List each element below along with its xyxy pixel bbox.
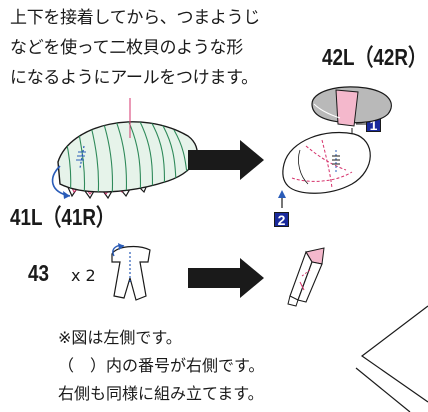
assembled-shell-illustration — [278, 131, 371, 208]
arrow-step-a — [188, 140, 264, 180]
instruction-line-2: などを使って二枚貝のような形 — [10, 38, 243, 58]
shell-upper-green-part — [57, 121, 198, 193]
fold-line-inner — [355, 367, 411, 412]
fold-line-outer — [360, 305, 428, 403]
note-line-2: （ ）内の番号が右側です。 — [58, 356, 265, 375]
instruction-line-1: 上下を接着してから、つまようじ — [10, 8, 260, 28]
part-label-shell-piece: 41L（41R） — [10, 204, 115, 230]
note-line-1: ※図は左側です。 — [58, 328, 182, 347]
part-label-leg-piece: 43 — [28, 260, 49, 286]
note-line-3: 右側も同様に組み立てます。 — [58, 384, 264, 403]
shell-piece-41-illustration — [51, 98, 198, 200]
leg-piece-43-illustration — [111, 243, 151, 301]
arrow-step-b — [188, 258, 264, 298]
instruction-line-3: になるようにアールをつけます。 — [10, 68, 258, 88]
leg-multiplier: x 2 — [71, 266, 96, 285]
step-badge-2: 2 — [274, 212, 289, 228]
leg-assembled-illustration — [287, 247, 325, 307]
part-label-top-piece: 42L（42R） — [322, 44, 427, 70]
